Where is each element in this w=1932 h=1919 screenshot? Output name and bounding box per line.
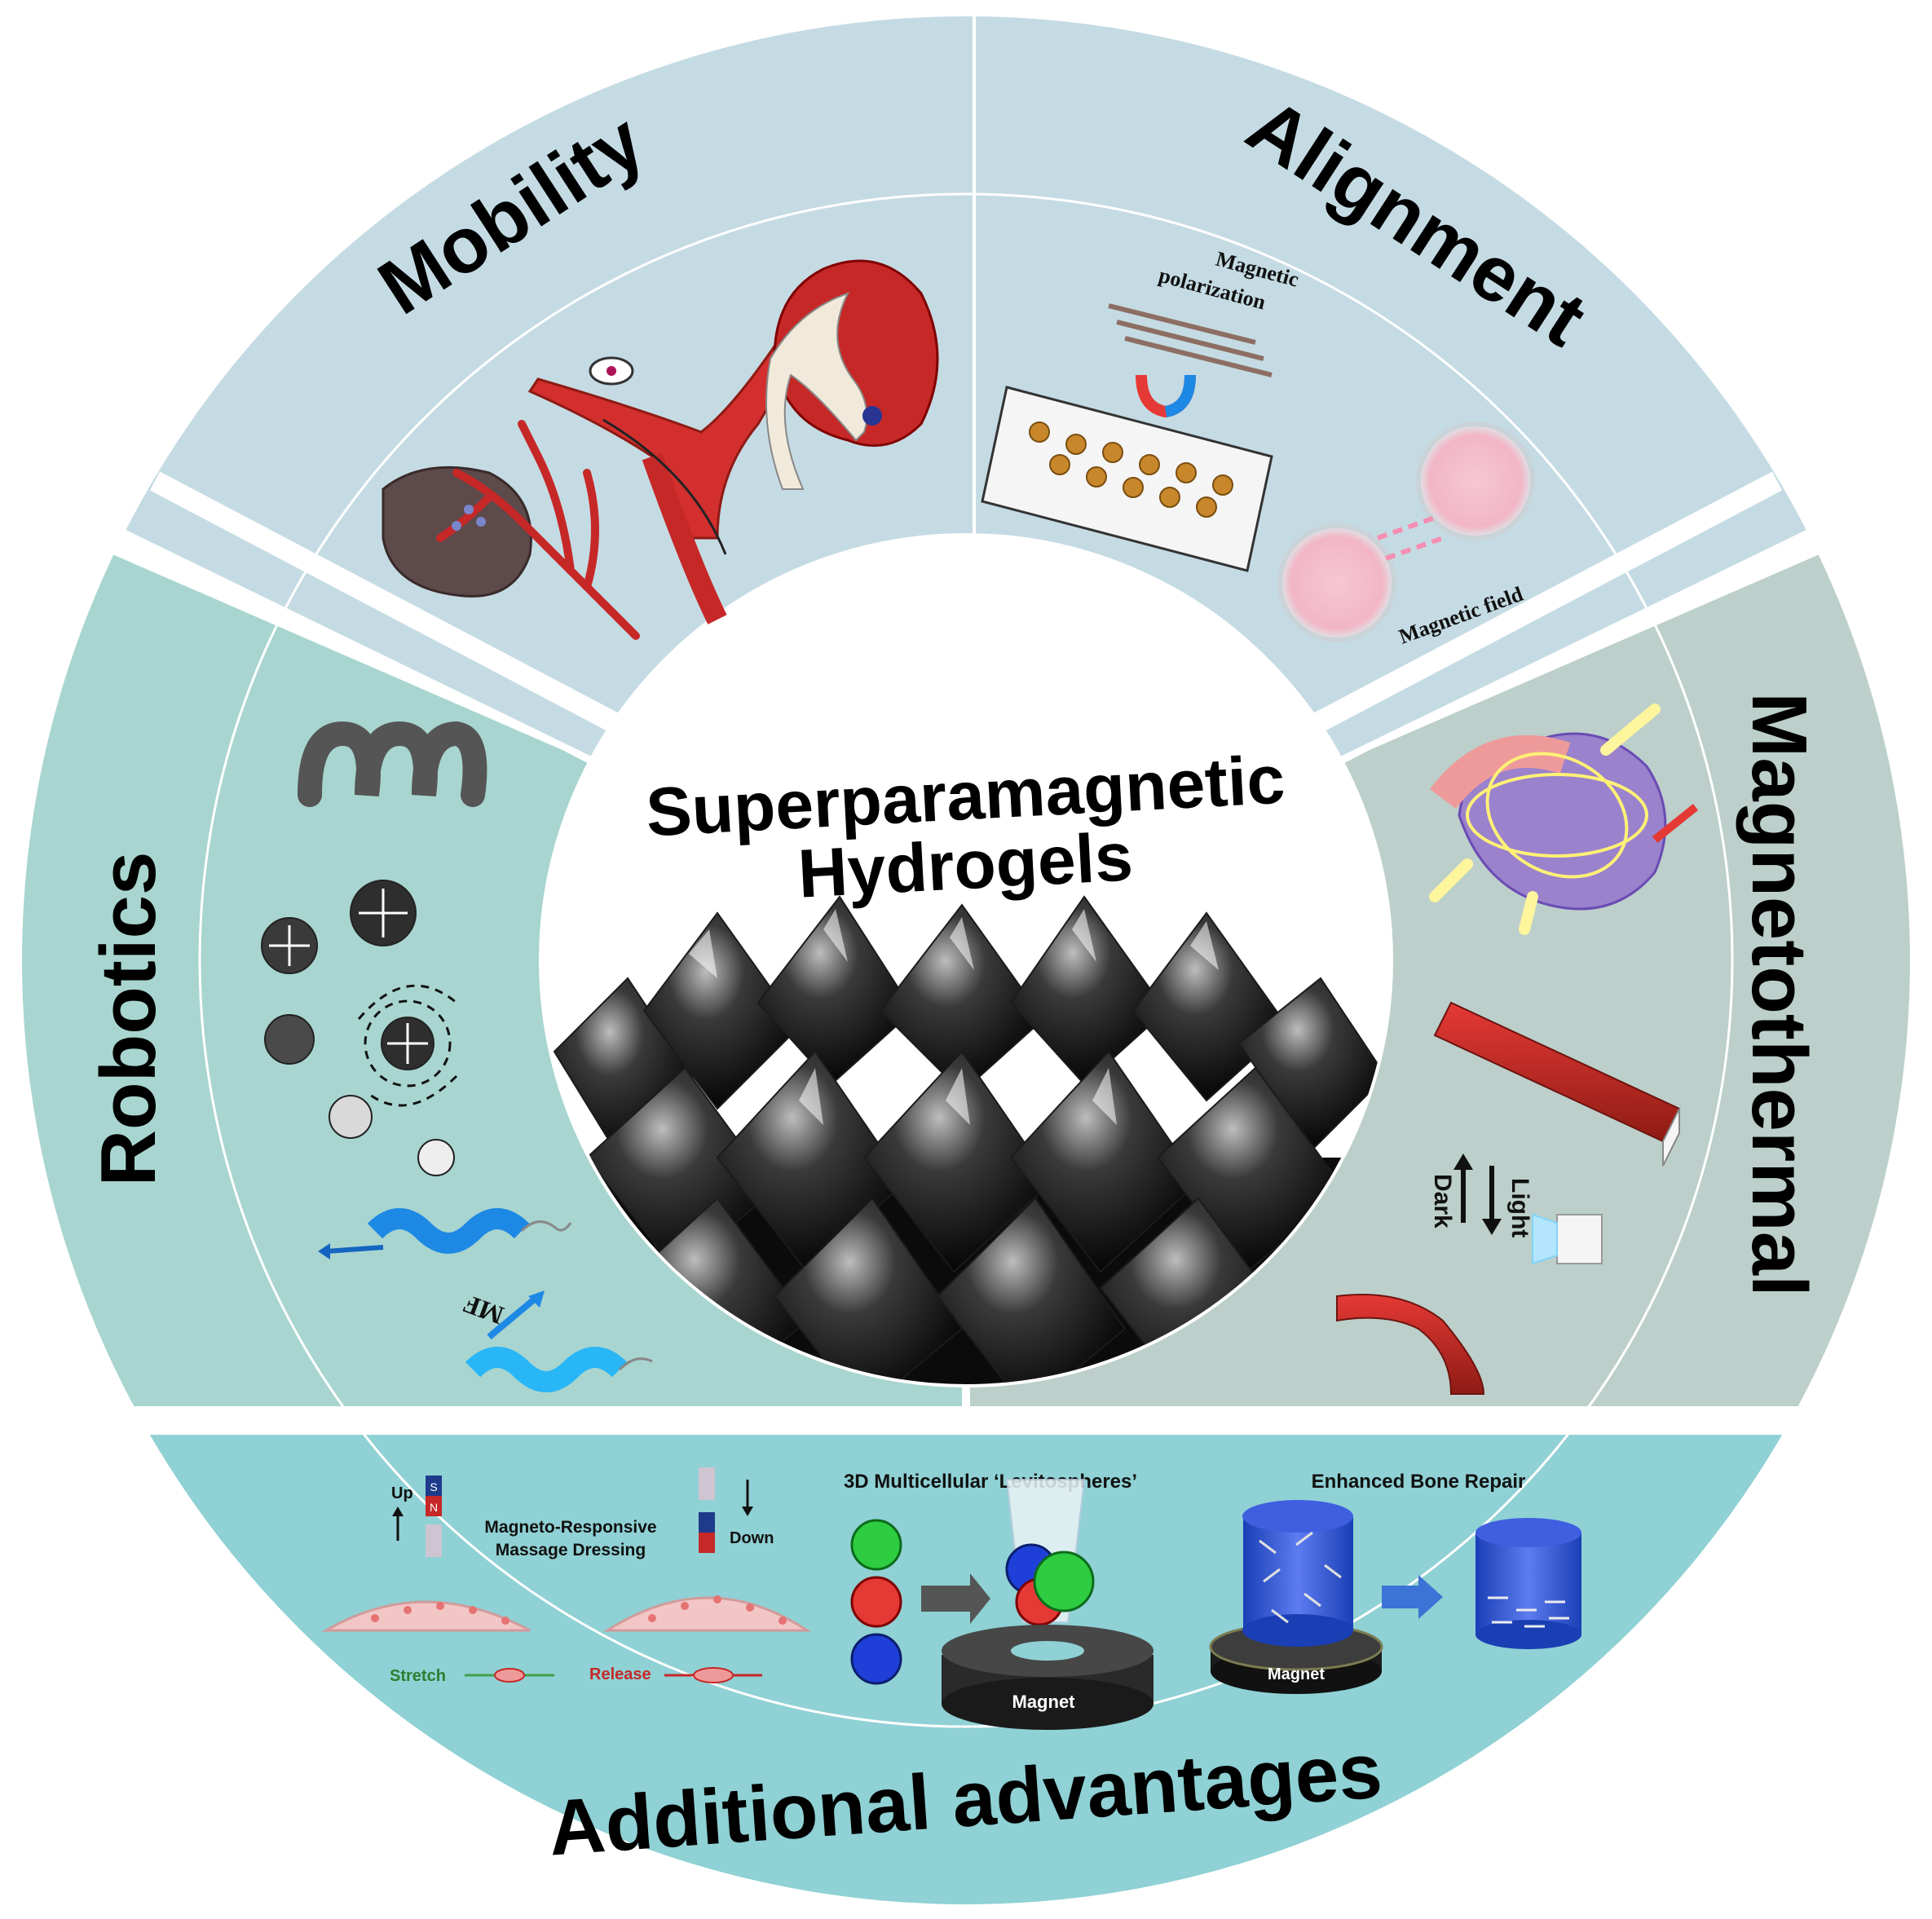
dark-light-switch-illustration: Dark Light: [1429, 1154, 1603, 1265]
bone-title: Enhanced Bone Repair: [1312, 1471, 1526, 1493]
helical-swimmers-illustration: MF: [318, 1208, 653, 1392]
magnet-s-label: S: [430, 1480, 437, 1493]
magnetothermal-title: Magnetothermal: [1736, 692, 1823, 1296]
tumor-heating-illustration: [1429, 704, 1699, 935]
levito-magnet-label: Magnet: [1012, 1692, 1076, 1712]
massage-title-1: Magneto-Responsive: [484, 1518, 656, 1537]
section-dividers: [114, 12, 1818, 1432]
outer-ring: [19, 13, 1913, 1908]
tumor-vessels-illustration: [382, 420, 640, 640]
actuator-bar-illustration: [1336, 1001, 1681, 1395]
kidney-illustration: [765, 259, 939, 490]
microdisks-illustration: [261, 880, 458, 1176]
levitospheres-illustration: 3D Multicellular ‘Levitospheres’ Magnet: [844, 1471, 1153, 1730]
light-label: Light: [1506, 1178, 1533, 1237]
stretch-label: Stretch: [390, 1667, 446, 1685]
dark-label: Dark: [1429, 1174, 1456, 1229]
bone-magnet-label: Magnet: [1268, 1665, 1325, 1683]
inner-ring-line: [198, 192, 1734, 1728]
magnet-n-label: N: [430, 1501, 438, 1514]
robotics-title: Robotics: [85, 852, 172, 1187]
center-panel: Superparamagnetic Hydrogels: [539, 533, 1393, 1387]
levito-title: 3D Multicellular ‘Levitospheres’: [844, 1471, 1137, 1493]
release-label: Release: [589, 1665, 651, 1683]
down-label: Down: [730, 1529, 774, 1547]
top-band-bg: [20, 15, 1912, 960]
massage-dressing-illustration: Up S N Magneto-Responsive Massage Dressi…: [321, 1467, 811, 1685]
up-label: Up: [391, 1484, 413, 1502]
massage-title-2: Massage Dressing: [496, 1541, 646, 1559]
magnetic-polarization-illustration: Magnetic polarization: [981, 247, 1301, 572]
center-title-line2: Hydrogels: [796, 818, 1135, 911]
blood-vessel-y-illustration: [527, 333, 801, 624]
helix-coil-illustration: [298, 721, 487, 807]
bone-repair-illustration: Enhanced Bone Repair Magnet: [1209, 1471, 1581, 1694]
